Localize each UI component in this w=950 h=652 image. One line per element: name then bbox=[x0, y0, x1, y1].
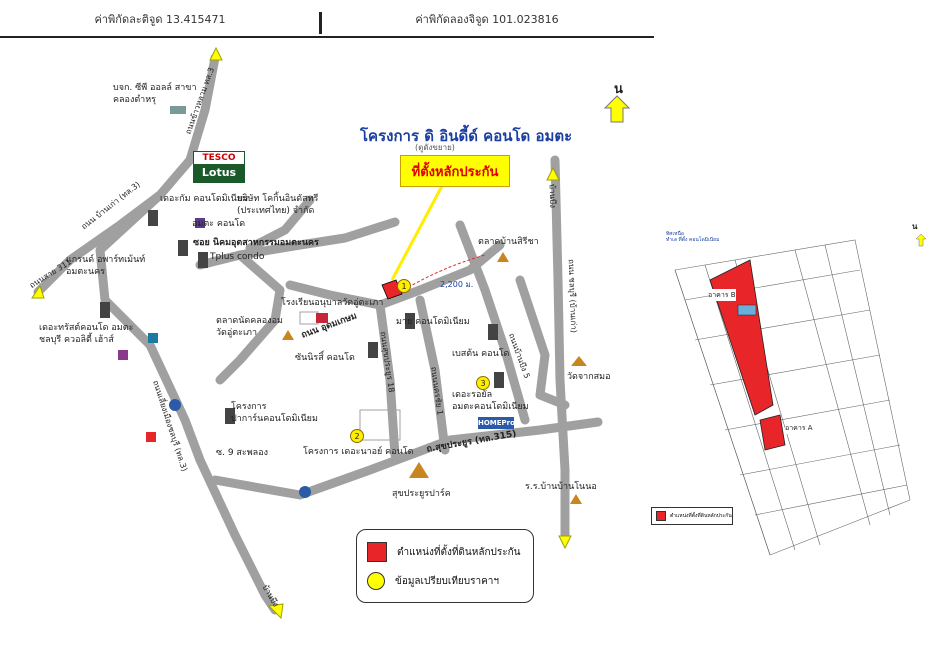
road-network bbox=[33, 53, 603, 615]
legend-row-location: ตำแหน่งที่ตั้งที่ดินหลักประกัน bbox=[367, 542, 521, 562]
label-bjk: บจก. ซีพี ออลล์ สาขา คลองตำหรุ bbox=[113, 83, 197, 105]
header-underline bbox=[0, 36, 654, 38]
homepro-logo: HOMEPro bbox=[478, 417, 515, 429]
fuel-station-icon bbox=[169, 399, 311, 498]
condo-building-icon bbox=[100, 210, 504, 424]
legend-yellow-circle-icon bbox=[367, 572, 385, 590]
label-grand-apartment: แกรนด์ อพาร์ทเม้นท์ อมตะนคร bbox=[66, 255, 146, 277]
tesco-logo-top: TESCO bbox=[194, 152, 244, 164]
distance-label: 2,200 ม. bbox=[440, 280, 474, 289]
label-soi9: ซ. 9 สะพลอง bbox=[216, 448, 268, 458]
plan-header-note: ทิศเหนือ ทำเล ที่ตั้ง คอนโดมิเนียม bbox=[666, 231, 720, 243]
label-suk-park: สุขประยูรปาร์ค bbox=[392, 489, 451, 499]
comparable-marker-2: 2 bbox=[350, 429, 364, 443]
label-market-baan: ตลาดบ้านสิรีชา bbox=[478, 237, 539, 247]
label-school: โรงเรียนอนุบาลวัดอู่ตะเภา bbox=[281, 298, 384, 308]
label-dakuroed: เดอะรอยัล อมตะคอนโดมิเนียม bbox=[452, 390, 529, 412]
project-title: โครงการ ดิ อินดี้ด์ คอนโด อมตะ bbox=[360, 127, 573, 145]
location-map bbox=[31, 46, 631, 620]
legend-comparable-text: ข้อมูลเปรียบเทียบราคาฯ bbox=[395, 575, 500, 587]
comparable-marker-3: 3 bbox=[476, 376, 490, 390]
north-label: น bbox=[614, 82, 623, 97]
plan-building-a-label: อาคาร A bbox=[785, 422, 813, 434]
pool-icon bbox=[737, 304, 757, 316]
label-road-industrial: ซอย นิคมอุตสาหกรรมอมตะนคร bbox=[193, 238, 319, 248]
label-market-khlong: ตลาดนัดคลองอม วัดอู่ตะเภา bbox=[216, 316, 283, 338]
north-arrow-icon bbox=[603, 95, 631, 123]
label-amata-condo: อมตะ คอนโด bbox=[192, 219, 246, 229]
building-a-footprint bbox=[759, 414, 786, 451]
tesco-logo-bottom: Lotus bbox=[194, 164, 244, 182]
label-road-right: ถนน ชลบุรี (บ้านเก่า) bbox=[566, 258, 579, 334]
map-legend: ตำแหน่งที่ตั้งที่ดินหลักประกัน ข้อมูลเปร… bbox=[356, 529, 534, 603]
bank-icon bbox=[195, 218, 205, 228]
label-parkaw: โครงการ ปาการ์นคอนโดมิเนียม bbox=[231, 402, 318, 424]
label-sinsiri: ซันนิรสิ์ คอนโด bbox=[295, 353, 355, 363]
legend-row-comparable: ข้อมูลเปรียบเทียบราคาฯ bbox=[367, 572, 499, 590]
tesco-logo: TESCO Lotus bbox=[193, 151, 245, 183]
label-dakum: เดอะกัม คอนโดมิเนียม bbox=[160, 194, 249, 204]
school-flag-icon bbox=[316, 313, 328, 323]
plan-building-b-label: อาคาร B bbox=[708, 289, 736, 301]
label-road-right-top: บ้านบึง bbox=[547, 183, 558, 209]
label-baan-nong: ร.ร.บ้านบ้านโนนอ bbox=[525, 482, 597, 492]
temple-icon bbox=[282, 252, 587, 504]
hospital-icon bbox=[148, 333, 158, 343]
project-subtitle: (ตูดังขยาย) bbox=[415, 143, 455, 152]
label-kiyoshi: บริษัท โคกิ้นอินดัสทรี (ประเทศไทย) จำกัด bbox=[237, 194, 319, 216]
collateral-callout: ที่ตั้งหลักประกัน bbox=[400, 155, 510, 187]
label-dakunai: โครงการ เดอะนาอย์ คอนโด bbox=[303, 447, 414, 457]
plan-legend: ตำแหน่งที่ตั้งที่ดินหลักประกัน bbox=[651, 507, 733, 525]
landmark-icons bbox=[100, 106, 587, 504]
plan-legend-text: ตำแหน่งที่ตั้งที่ดินหลักประกัน bbox=[670, 513, 732, 519]
road-arrows bbox=[31, 46, 572, 620]
plan-north-label: น bbox=[912, 222, 918, 231]
label-wat-chak: วัดจากสมอ bbox=[567, 372, 611, 382]
park-icon bbox=[409, 462, 429, 478]
label-tplus: Tplus condo bbox=[210, 252, 265, 262]
longitude-label: ค่าพิกัดลองจิจูด 101.023816 bbox=[415, 13, 559, 26]
building-b-footprint bbox=[709, 259, 774, 416]
label-mai-condo: มาย คอนโดมิเนียม bbox=[396, 317, 470, 327]
factory-icon bbox=[170, 106, 186, 114]
seven-eleven-icon bbox=[146, 432, 156, 442]
callout-pointer bbox=[390, 185, 444, 281]
legend-red-square-icon bbox=[367, 542, 387, 562]
plan-north-arrow-icon bbox=[915, 233, 927, 247]
comparable-marker-1: 1 bbox=[397, 279, 411, 293]
latitude-label: ค่าพิกัดละติจูด 13.415471 bbox=[94, 13, 226, 26]
plan-legend-red-square-icon bbox=[656, 511, 666, 521]
label-trust-condo: เดอะทรัสต์คอนโด อมตะ ชลบุรี ควอลิตี้ เฮ้… bbox=[39, 323, 134, 345]
header-divider bbox=[319, 12, 322, 34]
label-best-condo: เบสต้น คอนโด bbox=[452, 349, 510, 359]
market-icon bbox=[118, 350, 128, 360]
legend-location-text: ตำแหน่งที่ตั้งที่ดินหลักประกัน bbox=[397, 546, 521, 558]
